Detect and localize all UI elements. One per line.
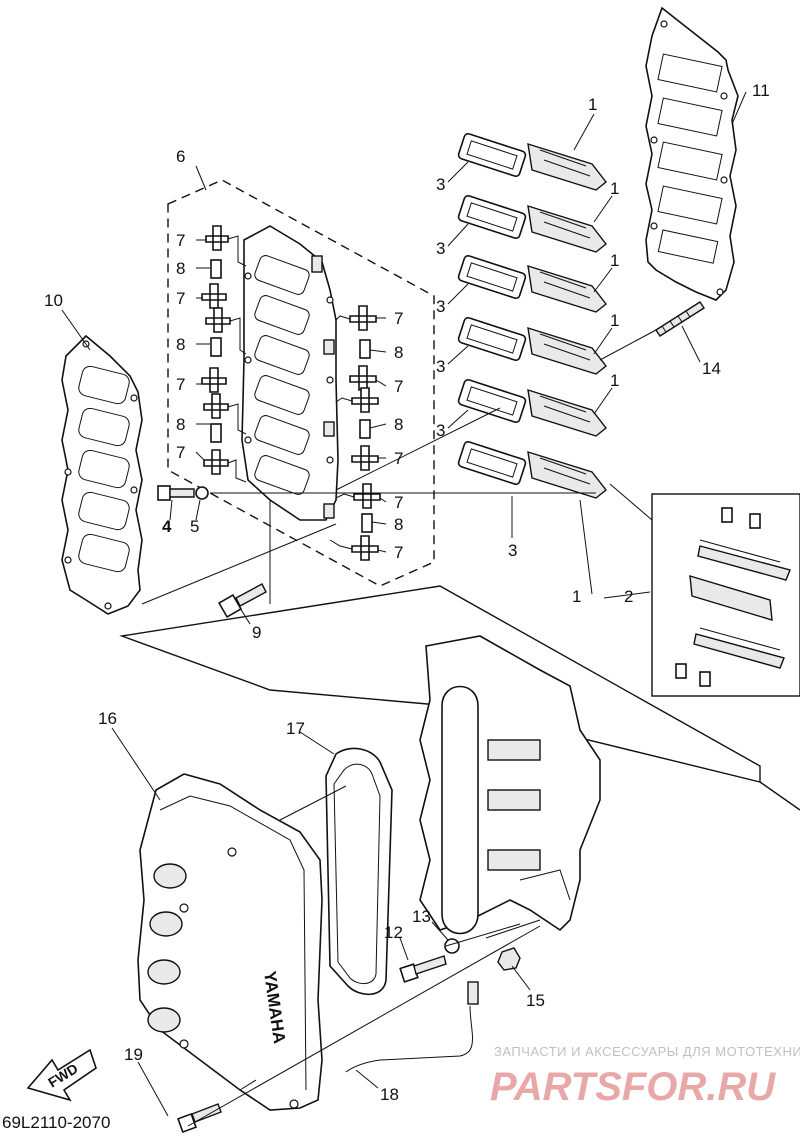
callout-16: 16 bbox=[98, 709, 117, 728]
callout-10: 10 bbox=[44, 291, 63, 310]
gasket-17 bbox=[325, 747, 393, 996]
left-fittings bbox=[201, 225, 247, 483]
gasket-11 bbox=[645, 6, 739, 301]
callout-3: 3 bbox=[436, 239, 445, 258]
callout-1: 1 bbox=[588, 95, 597, 114]
intake-silencer-16: YAMAHA bbox=[137, 773, 323, 1111]
callout-8: 8 bbox=[176, 335, 185, 354]
hose-fitting bbox=[467, 981, 479, 1005]
hose-18 bbox=[345, 1005, 473, 1073]
callout-3: 3 bbox=[508, 541, 517, 560]
callout-3: 3 bbox=[436, 421, 445, 440]
bolt-12 bbox=[399, 955, 447, 983]
callout-19: 19 bbox=[124, 1045, 143, 1064]
bolt-19 bbox=[177, 1103, 222, 1133]
leader-lines bbox=[61, 91, 747, 1127]
callout-8: 8 bbox=[394, 515, 403, 534]
callout-8: 8 bbox=[394, 343, 403, 362]
callout-1: 1 bbox=[610, 311, 619, 330]
detail-inset bbox=[651, 493, 800, 697]
stud-14 bbox=[655, 301, 705, 337]
callout-1: 1 bbox=[610, 251, 619, 270]
watermark: ЗАПЧАСТИ И АКСЕССУАРЫ ДЛЯ МОТОТЕХНИКИ PA… bbox=[490, 1044, 800, 1109]
callout-7: 7 bbox=[176, 231, 185, 250]
callout-18: 18 bbox=[380, 1085, 399, 1104]
callout-7: 7 bbox=[394, 493, 403, 512]
reed-blocks bbox=[457, 132, 607, 499]
crankcase bbox=[419, 635, 601, 935]
washer-13 bbox=[444, 938, 460, 954]
callout-1: 1 bbox=[610, 179, 619, 198]
callout-6: 6 bbox=[176, 147, 185, 166]
callout-8: 8 bbox=[176, 259, 185, 278]
callouts: 1 1 1 1 1 1 2 3 3 3 3 3 3 4 5 6 7 7 7 7 … bbox=[44, 81, 770, 1104]
callout-7: 7 bbox=[176, 443, 185, 462]
right-fittings bbox=[323, 305, 381, 561]
washer-5 bbox=[195, 486, 209, 500]
watermark-tagline: ЗАПЧАСТИ И АКСЕССУАРЫ ДЛЯ МОТОТЕХНИКИ bbox=[494, 1044, 800, 1059]
callout-1: 1 bbox=[610, 371, 619, 390]
reed-valve-plate bbox=[241, 225, 339, 521]
callout-7: 7 bbox=[394, 449, 403, 468]
diagram-code: 69L2110-2070 bbox=[2, 1113, 110, 1132]
gasket-10 bbox=[61, 334, 143, 615]
nut-15 bbox=[497, 947, 521, 971]
callout-8: 8 bbox=[176, 415, 185, 434]
callout-9: 9 bbox=[252, 623, 261, 642]
callout-5: 5 bbox=[190, 517, 199, 536]
callout-7: 7 bbox=[176, 375, 185, 394]
callout-4: 4 bbox=[162, 517, 172, 536]
callout-8: 8 bbox=[394, 415, 403, 434]
callout-3: 3 bbox=[436, 175, 445, 194]
watermark-logo: PARTSFOR.RU bbox=[490, 1065, 776, 1109]
callout-12: 12 bbox=[384, 923, 403, 942]
callout-3: 3 bbox=[436, 297, 445, 316]
callout-7: 7 bbox=[394, 309, 403, 328]
fwd-arrow: FWD bbox=[26, 1048, 97, 1102]
callout-7: 7 bbox=[394, 377, 403, 396]
callout-1: 1 bbox=[572, 587, 581, 606]
bolt-4 bbox=[157, 485, 195, 501]
callout-11: 11 bbox=[752, 81, 770, 100]
bolt-9 bbox=[217, 583, 267, 619]
callout-17: 17 bbox=[286, 719, 305, 738]
callout-7: 7 bbox=[176, 289, 185, 308]
callout-14: 14 bbox=[702, 359, 721, 378]
callout-3: 3 bbox=[436, 357, 445, 376]
callout-13: 13 bbox=[412, 907, 431, 926]
callout-2: 2 bbox=[624, 587, 633, 606]
callout-7: 7 bbox=[394, 543, 403, 562]
callout-15: 15 bbox=[526, 991, 545, 1010]
